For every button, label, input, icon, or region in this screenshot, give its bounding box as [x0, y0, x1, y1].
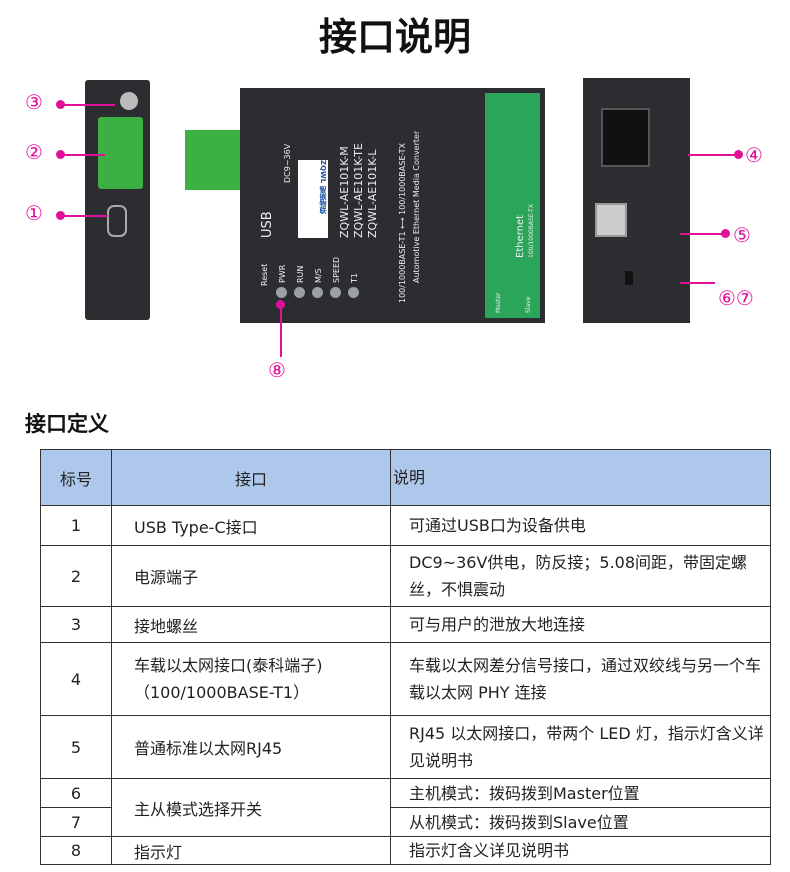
- led-pwr: [276, 287, 287, 298]
- model-m: ZQWL-AE101K-M: [338, 146, 351, 238]
- led-label-t1: T1: [350, 273, 359, 283]
- led-ms: [312, 287, 323, 298]
- ethernet-panel: [485, 93, 540, 318]
- led-label-pwr: PWR: [278, 264, 287, 283]
- device-side-left: [85, 80, 150, 320]
- terminal-green: [185, 130, 240, 190]
- callout-1: ①: [25, 201, 43, 225]
- master-label: Master: [495, 292, 502, 314]
- logo: ZQWL 智嵌物联: [298, 160, 328, 238]
- callout-5: ⑤: [733, 223, 751, 247]
- usb-c-port: [107, 205, 127, 237]
- callout-2: ②: [25, 140, 43, 164]
- slave-label: Slave: [525, 296, 532, 313]
- converter-label: 100/1000BASE-T1 ⟷ 100/1000BASE-TX: [398, 142, 407, 303]
- device-side-right: [583, 78, 690, 323]
- led-label-run: RUN: [296, 265, 305, 283]
- callout-8: ⑧: [268, 358, 286, 382]
- subtitle-label: Automotive Ethernet Media Converter: [412, 130, 421, 283]
- led-speed: [330, 287, 341, 298]
- power-terminal: [98, 117, 143, 189]
- ethernet-label: Ethernet: [515, 214, 526, 258]
- callout-4: ④: [745, 143, 763, 167]
- model-l: ZQWL-AE101K-L: [366, 149, 379, 238]
- led-label-ms: M/S: [314, 268, 323, 283]
- usb-label: USB: [260, 211, 275, 238]
- callout-3: ③: [25, 90, 43, 114]
- header-no: 标号: [40, 449, 112, 506]
- power-label: DC9~36V: [283, 143, 292, 183]
- master-slave-switch: [625, 271, 633, 285]
- section-title: 接口定义: [25, 412, 109, 436]
- header-interface: 接口: [111, 449, 391, 506]
- rj45-port: [595, 203, 627, 237]
- header-desc: 说明: [390, 449, 771, 506]
- device-front: USB Reset DC9~36V ZQWL 智嵌物联 ZQWL-AE101K-…: [240, 88, 545, 323]
- ethernet-sub-label: 100/1000BASE-TX: [528, 204, 535, 258]
- automotive-ethernet-port: [601, 108, 650, 167]
- table-header: 标号 接口 说明: [40, 449, 771, 506]
- led-t1: [348, 287, 359, 298]
- model-te: ZQWL-AE101K-TE: [352, 143, 365, 238]
- page-title: 接口说明: [318, 15, 471, 59]
- callout-6-7: ⑥⑦: [718, 286, 754, 310]
- led-label-speed: SPEED: [332, 256, 341, 283]
- reset-label: Reset: [260, 263, 269, 286]
- ground-screw: [120, 92, 138, 110]
- led-run: [294, 287, 305, 298]
